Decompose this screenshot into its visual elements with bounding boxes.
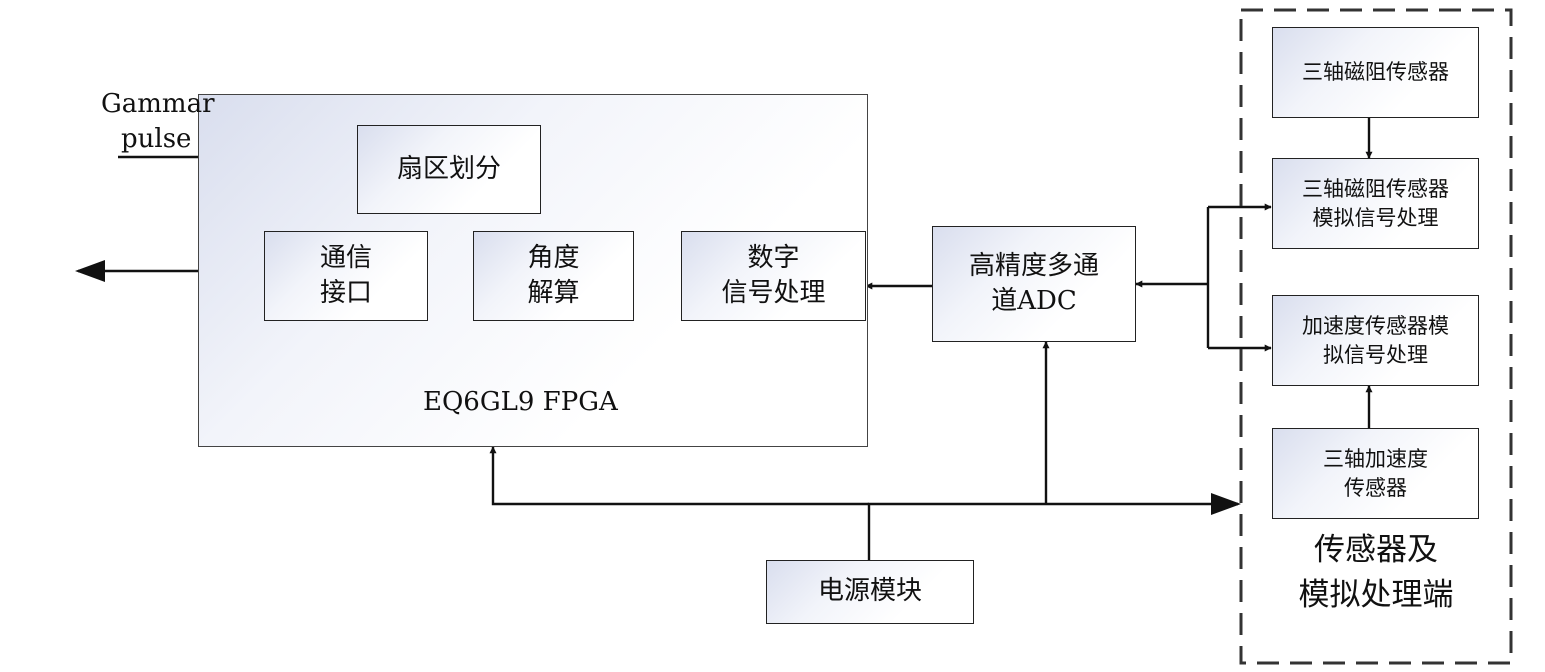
- mr-signal-processing-label: 三轴磁阻传感器 模拟信号处理: [1302, 177, 1449, 230]
- power-to-fpga-arrow: [489, 446, 869, 506]
- mr-signal-processing-block: 三轴磁阻传感器 模拟信号处理: [1272, 158, 1479, 249]
- acc-sensor-label: 三轴加速度 传感器: [1323, 447, 1428, 500]
- comm-interface-label: 通信 接口: [319, 242, 372, 308]
- adc-block: 高精度多通 道ADC: [932, 226, 1136, 342]
- gammar-label: Gammar: [101, 89, 215, 119]
- sector-division-label: 扇区划分: [396, 153, 501, 184]
- angle-solve-label: 角度 解算: [527, 242, 580, 308]
- sensor-panel-border: [1239, 8, 1513, 665]
- acc-sensor-block: 三轴加速度 传感器: [1272, 428, 1479, 519]
- mr-sensor-block: 三轴磁阻传感器: [1272, 27, 1479, 118]
- pulse-label: pulse: [121, 124, 192, 154]
- acc-signal-processing-label: 加速度传感器模 拟信号处理: [1302, 314, 1449, 367]
- comm-interface-block: 通信 接口: [264, 231, 428, 321]
- mr-sensor-label: 三轴磁阻传感器: [1302, 60, 1449, 85]
- acc-signal-processing-block: 加速度传感器模 拟信号处理: [1272, 295, 1479, 386]
- fpga-label: EQ6GL9 FPGA: [423, 387, 618, 417]
- power-module-block: 电源模块: [766, 560, 974, 624]
- sensor-panel-title: 传感器及 模拟处理端: [1298, 532, 1454, 613]
- digital-signal-processing-block: 数字 信号处理: [681, 231, 866, 321]
- sector-division-block: 扇区划分: [357, 125, 541, 214]
- power-module-label: 电源模块: [817, 576, 922, 607]
- digital-signal-processing-label: 数字 信号处理: [721, 242, 826, 308]
- adc-label: 高精度多通 道ADC: [968, 250, 1099, 316]
- angle-solve-block: 角度 解算: [473, 231, 634, 321]
- power-trunk: [867, 502, 1046, 560]
